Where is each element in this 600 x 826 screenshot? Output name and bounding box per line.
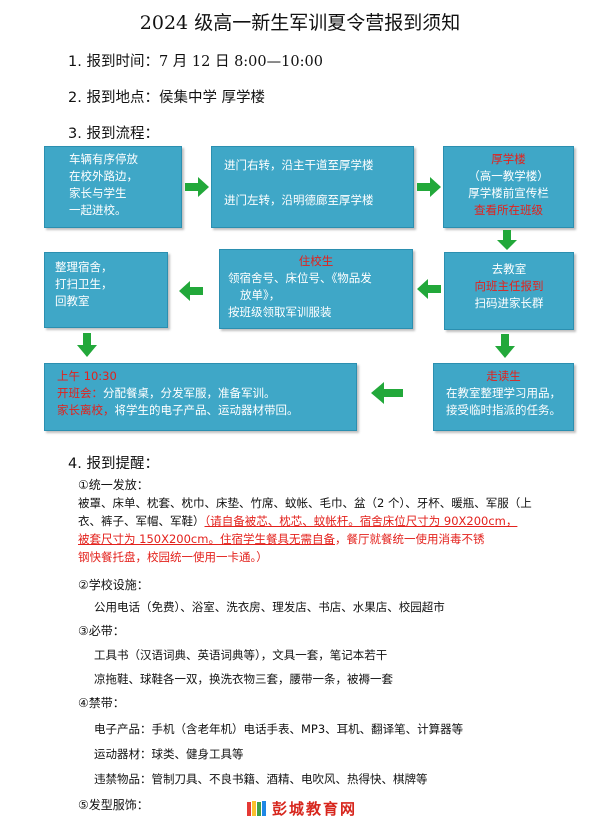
flow-text: 开班会： xyxy=(57,386,103,400)
flow-box-meeting: 上午 10:30 开班会：分配餐桌，分发军服，准备军训。 家长离校，将学生的电子… xyxy=(44,363,357,431)
reminder-bring-line: 凉拖鞋、球鞋各一双，换洗衣物三套，腰带一条，被褥一套 xyxy=(94,672,393,686)
flow-box-dorm: 整理宿舍， 打扫卫生， 回教室 xyxy=(44,252,168,328)
text-line: 被套尺寸为 150X200cm。住宿学生餐具无需自备，餐厅就餐统一使用消毒不锈 xyxy=(78,530,588,548)
flow-box-classroom: 去教室 向班主任报到 扫码进家长群 xyxy=(444,252,574,330)
reminder-facilities-body: 公用电话（免费）、浴室、洗衣房、理发店、书店、水果店、校园超市 xyxy=(94,600,445,614)
flow-box-route: 进门右转，沿主干道至厚学楼 进门左转，沿明德廊至厚学楼 xyxy=(211,146,414,228)
section-place: 2. 报到地点：侯集中学 厚学楼 xyxy=(68,86,265,107)
flow-box-boarding: 住校生 领宿舍号、床位号、《物品发 放单》， 按班级领取军训服装 xyxy=(219,249,413,329)
flow-text: 去教室 xyxy=(491,262,527,276)
flow-text: 在校外路边， xyxy=(69,169,138,183)
section-time: 1. 报到时间：7 月 12 日 8:00—10:00 xyxy=(68,50,323,71)
flow-text: 扫码进家长群 xyxy=(474,296,544,310)
flow-text: 在教室整理学习用品， xyxy=(446,386,561,400)
flow-text: 进门右转，沿主干道至厚学楼 xyxy=(224,158,374,172)
flow-text: 打扫卫生， xyxy=(55,277,113,291)
text-span: ，餐厅就餐统一使用消毒不锈 xyxy=(334,532,485,546)
book-icon xyxy=(247,800,266,816)
text-span: 衣、裤子、军帽、军鞋） xyxy=(78,514,205,528)
arrow-down-icon xyxy=(497,230,517,250)
flow-text: 将学生的电子产品、运动器材带回。 xyxy=(114,403,299,417)
section-time-value: 7 月 12 日 8:00—10:00 xyxy=(158,54,323,70)
arrow-down-icon xyxy=(77,333,97,357)
reminder-forbidden-line: 违禁物品：管制刀具、不良书籍、酒精、电吹风、热得快、棋牌等 xyxy=(94,772,428,786)
reminder-bring-line: 工具书（汉语词典、英语词典等），文具一套，笔记本若干 xyxy=(94,648,388,662)
section-flow-heading: 3. 报到流程： xyxy=(68,126,159,142)
watermark-logo: 彭城教育网 xyxy=(246,798,357,819)
flow-text: 家长与学生 xyxy=(69,186,127,200)
flow-box-houxue: 厚学楼 （高一教学楼） 厚学楼前宣传栏 查看所在班级 xyxy=(443,146,574,228)
arrow-left-icon xyxy=(179,281,203,301)
flow-text: 上午 10:30 xyxy=(57,369,117,383)
flow-line: 开班会：分配餐桌，分发军服，准备军训。 xyxy=(57,385,344,402)
page-title: 2024 级高一新生军训夏令营报到须知 xyxy=(139,12,461,34)
watermark-text: 彭城教育网 xyxy=(272,800,358,818)
flow-text: 一起进校。 xyxy=(69,203,127,217)
arrow-down-icon xyxy=(495,334,515,358)
flow-text: 领宿舍号、床位号、《物品发 xyxy=(228,271,372,285)
flow-text: 整理宿舍， xyxy=(55,260,113,274)
flow-text: 进门左转，沿明德廊至厚学楼 xyxy=(224,193,374,207)
text-line: 被罩、床单、枕套、枕巾、床垫、竹席、蚊帐、毛巾、盆（2 个）、牙杯、暖瓶、军服（… xyxy=(78,496,532,510)
flow-text: 车辆有序停放 xyxy=(69,152,138,166)
flow-text: 分配餐桌，分发军服，准备军训。 xyxy=(103,386,276,400)
flow-title: 住校生 xyxy=(298,254,334,268)
text-line: 钢快餐托盘，校园统一使用一卡通。） xyxy=(78,550,268,564)
arrow-right-icon xyxy=(417,177,441,197)
reminder-dress-heading: ⑤发型服饰： xyxy=(78,798,149,812)
reminder-forbidden-line: 电子产品：手机（含老年机）电话手表、MP3、耳机、翻译笔、计算器等 xyxy=(94,722,464,736)
text-line: 衣、裤子、军帽、军鞋）（请自备被芯、枕芯、蚊帐杆。宿舍床位尺寸为 90X200c… xyxy=(78,512,588,530)
flow-text: 家长离校， xyxy=(57,403,115,417)
reminder-facilities-heading: ②学校设施： xyxy=(78,578,149,592)
flow-title: 厚学楼 xyxy=(491,152,526,166)
section-reminder-heading: 4. 报到提醒： xyxy=(68,456,159,472)
reminder-bring-heading: ③必带： xyxy=(78,624,125,638)
arrow-left-icon xyxy=(417,279,441,299)
flow-title: 走读生 xyxy=(486,369,521,383)
arrow-right-icon xyxy=(185,177,209,197)
text-span: （请自备被芯、枕芯、蚊帐杆。宿舍床位尺寸为 90X200cm， xyxy=(204,514,518,528)
section-place-value: 侯集中学 厚学楼 xyxy=(158,90,266,106)
section-time-label: 1. 报到时间： xyxy=(68,54,159,70)
reminder-forbidden-line: 运动器材：球类、健身工具等 xyxy=(94,747,244,761)
flow-text: （高一教学楼） xyxy=(468,169,549,183)
reminder-issued-heading: ①统一发放： xyxy=(78,478,149,492)
reminder-forbidden-heading: ④禁带： xyxy=(78,696,125,710)
flow-text: 厚学楼前宣传栏 xyxy=(468,186,549,200)
flow-text: 回教室 xyxy=(55,294,90,308)
flow-text: 接受临时指派的任务。 xyxy=(446,403,561,417)
section-place-label: 2. 报到地点： xyxy=(68,90,159,106)
flow-box-parking: 车辆有序停放 在校外路边， 家长与学生 一起进校。 xyxy=(44,146,182,228)
flow-line: 家长离校，将学生的电子产品、运动器材带回。 xyxy=(57,402,344,419)
flow-text: 查看所在班级 xyxy=(474,203,543,217)
arrow-left-icon xyxy=(371,382,403,404)
flow-text: 放单》， xyxy=(240,288,281,302)
flow-text: 按班级领取军训服装 xyxy=(228,305,332,319)
reminder-issued-body: 被罩、床单、枕套、枕巾、床垫、竹席、蚊帐、毛巾、盆（2 个）、牙杯、暖瓶、军服（… xyxy=(78,494,588,566)
flow-box-day-student: 走读生 在教室整理学习用品， 接受临时指派的任务。 xyxy=(433,363,574,431)
text-span: 被套尺寸为 150X200cm。住宿学生餐具无需自备 xyxy=(78,532,335,546)
flow-text: 向班主任报到 xyxy=(474,279,544,293)
